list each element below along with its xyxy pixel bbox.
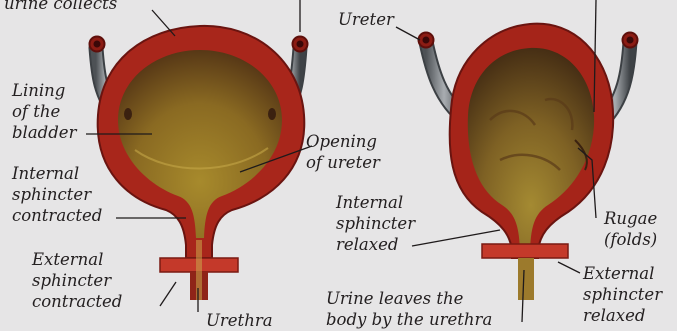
label-ureter: Ureter	[338, 9, 394, 30]
label-urethra: Urethra	[206, 310, 273, 331]
label-rugae-folds: Rugae(folds)	[604, 208, 657, 250]
right-external-sphincter	[482, 244, 568, 258]
right-bladder	[419, 24, 638, 300]
left-bladder-lining	[118, 50, 282, 238]
right-bladder-lining	[468, 48, 594, 258]
label-urine-collects: urine collects	[4, 0, 117, 14]
right-urethra	[518, 258, 534, 300]
